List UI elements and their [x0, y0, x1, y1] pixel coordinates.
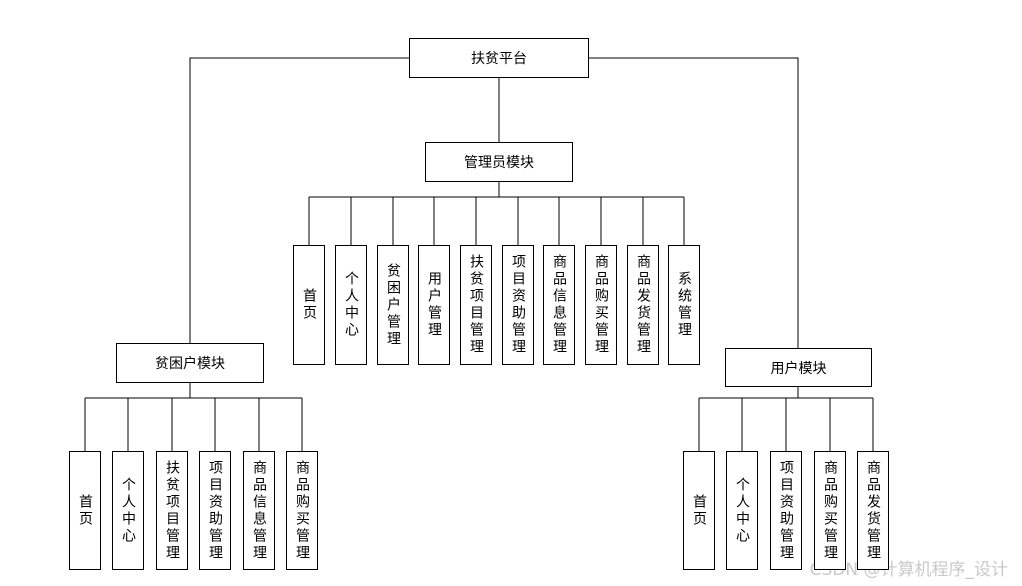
user-leaf-node: 个人中心: [726, 451, 758, 570]
user-leaf-node: 项目资助管理: [770, 451, 802, 570]
user-leaf-label: 项目资助管理: [778, 459, 795, 562]
admin-leaf-node: 项目资助管理: [502, 245, 534, 365]
poor-leaf-node: 首页: [69, 451, 101, 570]
admin-leaf-node: 个人中心: [335, 245, 367, 365]
poor-module-node: 贫困户模块: [116, 343, 264, 383]
user-module-label: 用户模块: [770, 360, 827, 377]
poor-leaf-node: 扶贫项目管理: [156, 451, 188, 570]
admin-module-label: 管理员模块: [464, 155, 534, 171]
admin-leaf-label: 贫困户管理: [385, 262, 402, 348]
user-leaf-label: 个人中心: [734, 476, 751, 545]
admin-leaf-node: 用户管理: [418, 245, 450, 365]
root-label: 扶贫平台: [471, 51, 527, 67]
admin-leaf-node: 商品信息管理: [543, 245, 575, 365]
poor-leaf-node: 商品信息管理: [243, 451, 275, 570]
admin-leaf-label: 首页: [301, 288, 318, 322]
admin-leaf-label: 个人中心: [343, 271, 360, 339]
poor-leaf-label: 首页: [77, 493, 94, 528]
root-node: 扶贫平台: [409, 38, 589, 78]
user-leaf-node: 首页: [683, 451, 715, 570]
root-to-poor-connector: [189, 57, 409, 343]
poor-leaf-node: 个人中心: [112, 451, 144, 570]
poor-leaf-label: 商品信息管理: [251, 459, 268, 562]
user-leaf-node: 商品购买管理: [814, 451, 846, 570]
admin-leaf-label: 商品购买管理: [593, 254, 610, 356]
admin-leaf-label: 系统管理: [676, 271, 693, 339]
admin-module-node: 管理员模块: [425, 142, 573, 182]
admin-leaf-label: 用户管理: [426, 271, 443, 339]
poor-leaf-label: 项目资助管理: [207, 459, 224, 562]
admin-leaf-label: 商品发货管理: [635, 254, 652, 356]
user-leaf-label: 商品发货管理: [865, 459, 882, 562]
admin-leaf-label: 商品信息管理: [551, 254, 568, 356]
poor-leaf-label: 扶贫项目管理: [164, 459, 181, 562]
user-leaf-node: 商品发货管理: [857, 451, 889, 570]
poor-module-label: 贫困户模块: [155, 356, 225, 372]
root-to-user-connector: [589, 57, 799, 348]
poor-leaf-label: 个人中心: [120, 476, 137, 545]
admin-leaf-label: 项目资助管理: [510, 254, 527, 356]
admin-leaf-node: 商品发货管理: [627, 245, 659, 365]
admin-leaf-label: 扶贫项目管理: [468, 254, 485, 356]
admin-leaf-node: 商品购买管理: [585, 245, 617, 365]
admin-leaf-node: 贫困户管理: [377, 245, 409, 365]
user-module-node: 用户模块: [725, 348, 872, 387]
poor-leaf-node: 项目资助管理: [199, 451, 231, 570]
user-leaf-label: 商品购买管理: [822, 459, 839, 562]
admin-leaf-node: 首页: [293, 245, 325, 365]
poor-leaf-node: 商品购买管理: [286, 451, 318, 570]
poor-leaf-label: 商品购买管理: [294, 459, 311, 562]
admin-leaf-node: 扶贫项目管理: [460, 245, 492, 365]
admin-leaf-node: 系统管理: [668, 245, 700, 365]
user-leaf-label: 首页: [691, 493, 708, 528]
